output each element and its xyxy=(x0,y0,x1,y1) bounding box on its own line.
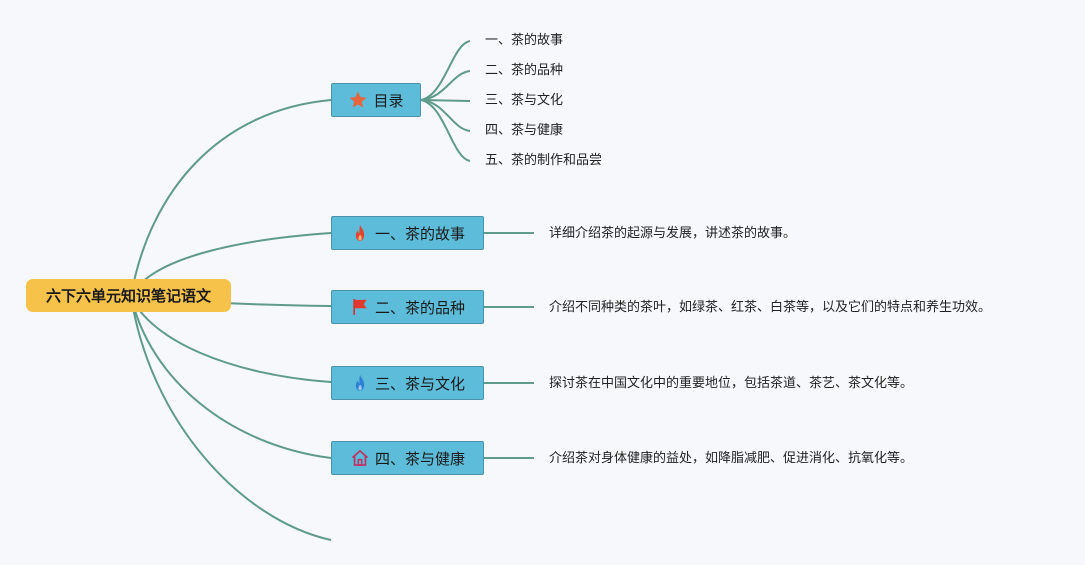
connector-root-end xyxy=(130,295,332,541)
connector-toc-item-3 xyxy=(420,99,471,102)
connector-toc-item-5 xyxy=(420,99,471,162)
star-icon xyxy=(348,90,368,110)
central-topic[interactable]: 六下六单元知识笔记语文 xyxy=(26,279,231,312)
topic-toc[interactable]: 目录 xyxy=(331,83,421,117)
toc-item[interactable]: 二、茶的品种 xyxy=(485,63,564,78)
flame-icon xyxy=(350,373,370,393)
connector-toc-item-1 xyxy=(420,40,471,101)
topic-label: 二、茶的品种 xyxy=(374,298,465,317)
connector-root-topic-3 xyxy=(130,295,332,383)
connector-toc-item-4 xyxy=(420,99,471,132)
topic-tea-health[interactable]: 四、茶与健康 xyxy=(331,441,484,475)
topic-tea-culture[interactable]: 三、茶与文化 xyxy=(331,366,484,400)
topic-detail[interactable]: 探讨茶在中国文化中的重要地位，包括茶道、茶艺、茶文化等。 xyxy=(549,376,914,391)
topic-detail[interactable]: 详细介绍茶的起源与发展，讲述茶的故事。 xyxy=(549,226,797,241)
home-icon xyxy=(350,448,370,468)
connector-root-topic-4 xyxy=(130,295,332,459)
topic-tea-varieties[interactable]: 二、茶的品种 xyxy=(331,290,484,324)
connector-root-toc xyxy=(130,99,332,297)
topic-detail[interactable]: 介绍茶对身体健康的益处，如降脂减肥、促进消化、抗氧化等。 xyxy=(549,451,914,466)
toc-item[interactable]: 三、茶与文化 xyxy=(485,93,564,108)
topic-label: 一、茶的故事 xyxy=(374,224,465,243)
topic-label: 四、茶与健康 xyxy=(374,449,465,468)
toc-item[interactable]: 一、茶的故事 xyxy=(485,33,564,48)
toc-item[interactable]: 四、茶与健康 xyxy=(485,123,564,138)
central-topic-label: 六下六单元知识笔记语文 xyxy=(45,287,211,305)
topic-detail[interactable]: 介绍不同种类的茶叶，如绿茶、红茶、白茶等，以及它们的特点和养生功效。 xyxy=(549,300,992,315)
fire-icon xyxy=(350,223,370,243)
flag-icon xyxy=(350,297,370,317)
topic-toc-label: 目录 xyxy=(373,91,404,110)
connector-toc-item-2 xyxy=(420,70,471,101)
toc-item[interactable]: 五、茶的制作和品尝 xyxy=(485,153,603,168)
topic-label: 三、茶与文化 xyxy=(374,374,465,393)
topic-tea-story[interactable]: 一、茶的故事 xyxy=(331,216,484,250)
